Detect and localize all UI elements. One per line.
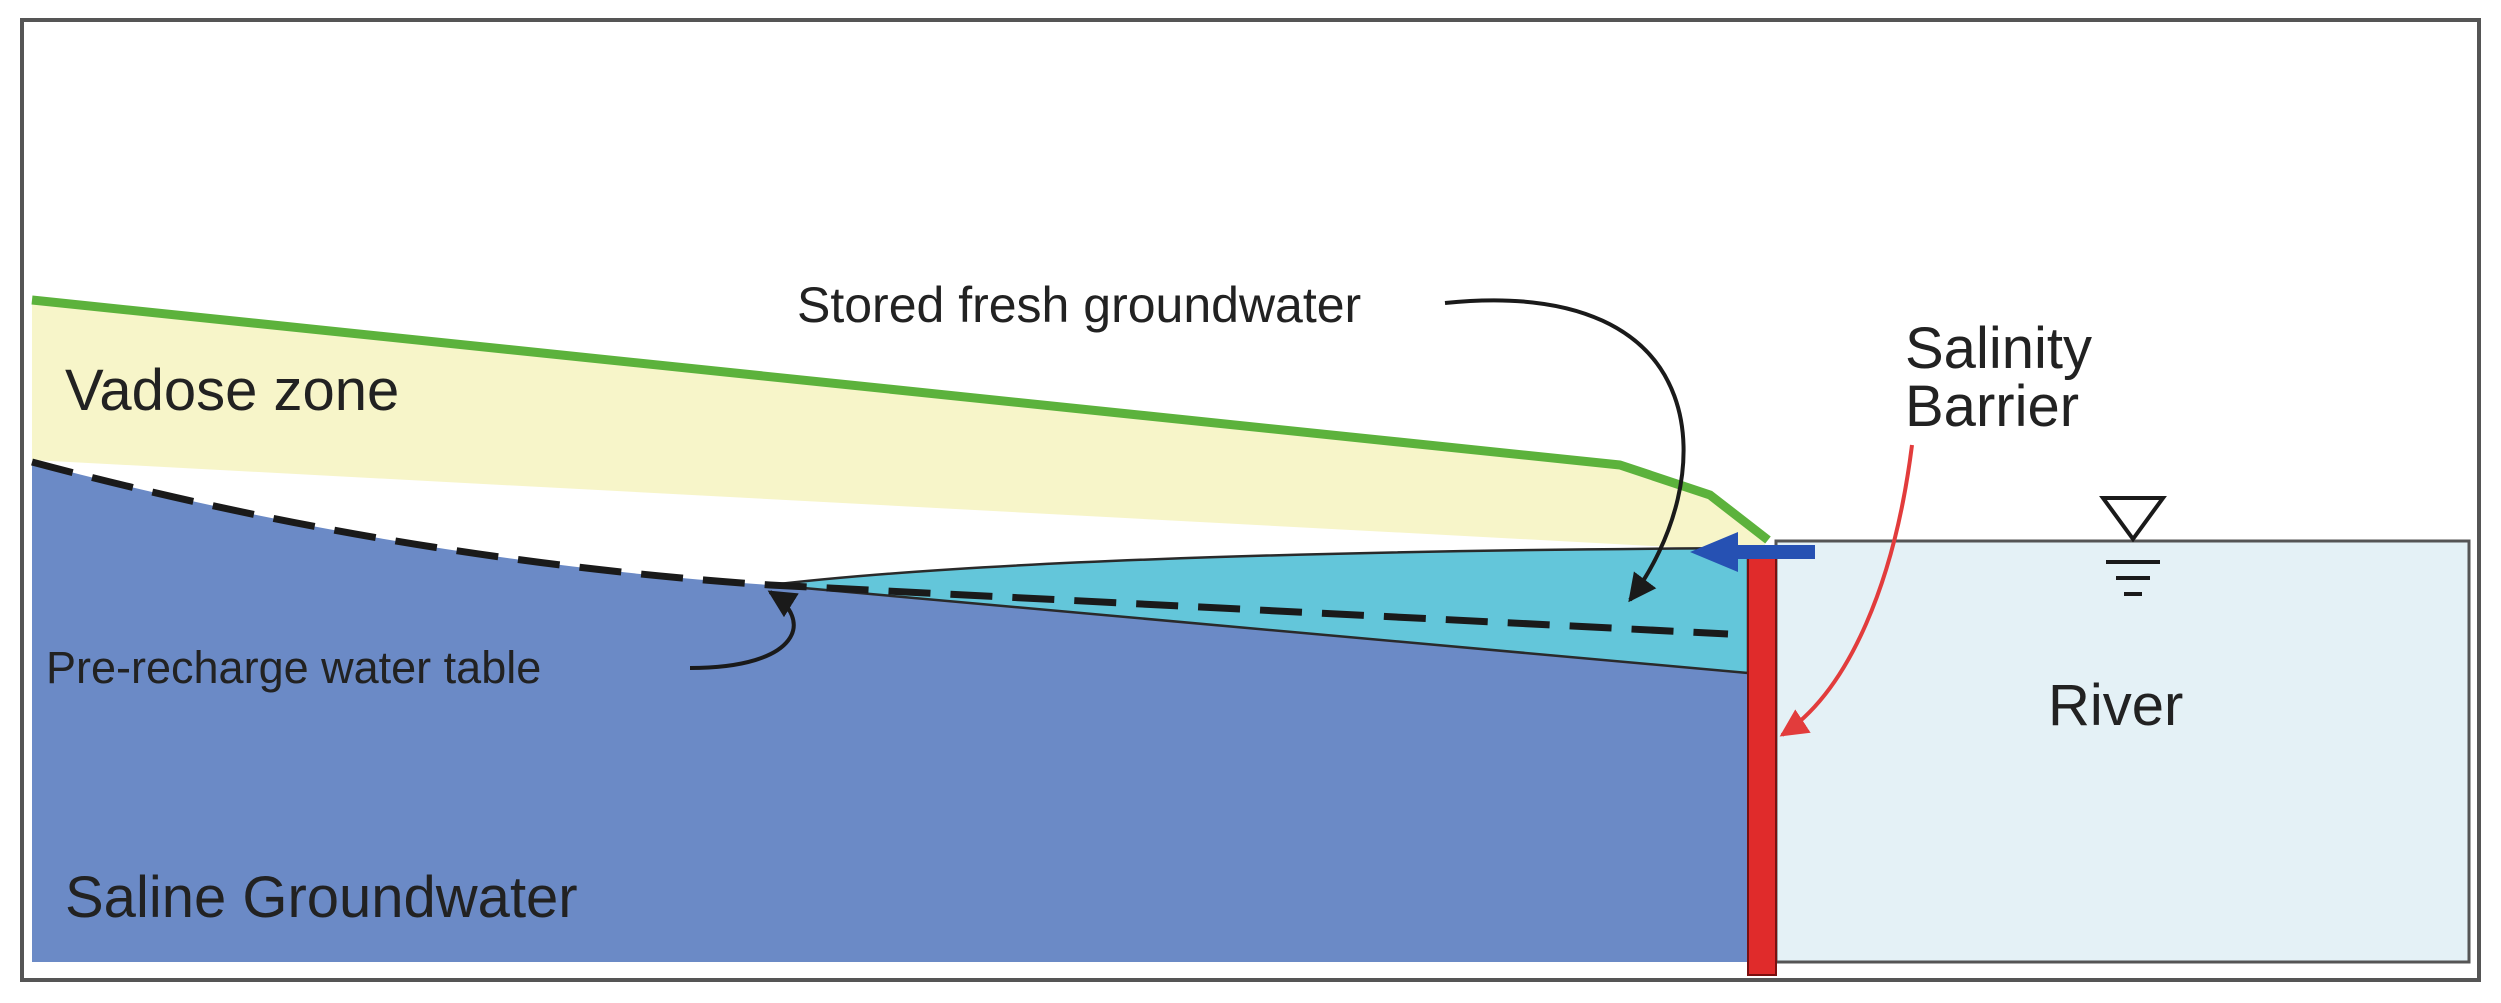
water-level-triangle-icon [2099, 496, 2167, 596]
flow-arrow-icon [1690, 532, 1815, 572]
stored-fresh-groundwater-label: Stored fresh groundwater [797, 277, 1361, 333]
stored-fresh-groundwater-leader [1444, 298, 1686, 603]
vadose-zone-area [32, 300, 1765, 550]
pre-recharge-water-table-line [31, 458, 1729, 638]
salinity-barrier-label-line1: Salinity [1905, 316, 2092, 381]
river-label: River [2048, 673, 2183, 738]
salinity-barrier [1747, 547, 1777, 976]
ground-surface-line [31, 295, 1771, 544]
fresh-groundwater-lens [769, 546, 1750, 675]
saline-groundwater-area [32, 462, 1748, 962]
salinity-barrier-label-line2: Barrier [1905, 374, 2079, 439]
pre-recharge-water-table-leader [689, 590, 799, 670]
pre-recharge-water-table-label: Pre-recharge water table [46, 642, 541, 693]
salinity-barrier-leader [1779, 444, 1914, 737]
river-area [1774, 539, 2471, 964]
saline-groundwater-label: Saline Groundwater [65, 865, 578, 930]
vadose-zone-label: Vadose zone [65, 358, 399, 423]
